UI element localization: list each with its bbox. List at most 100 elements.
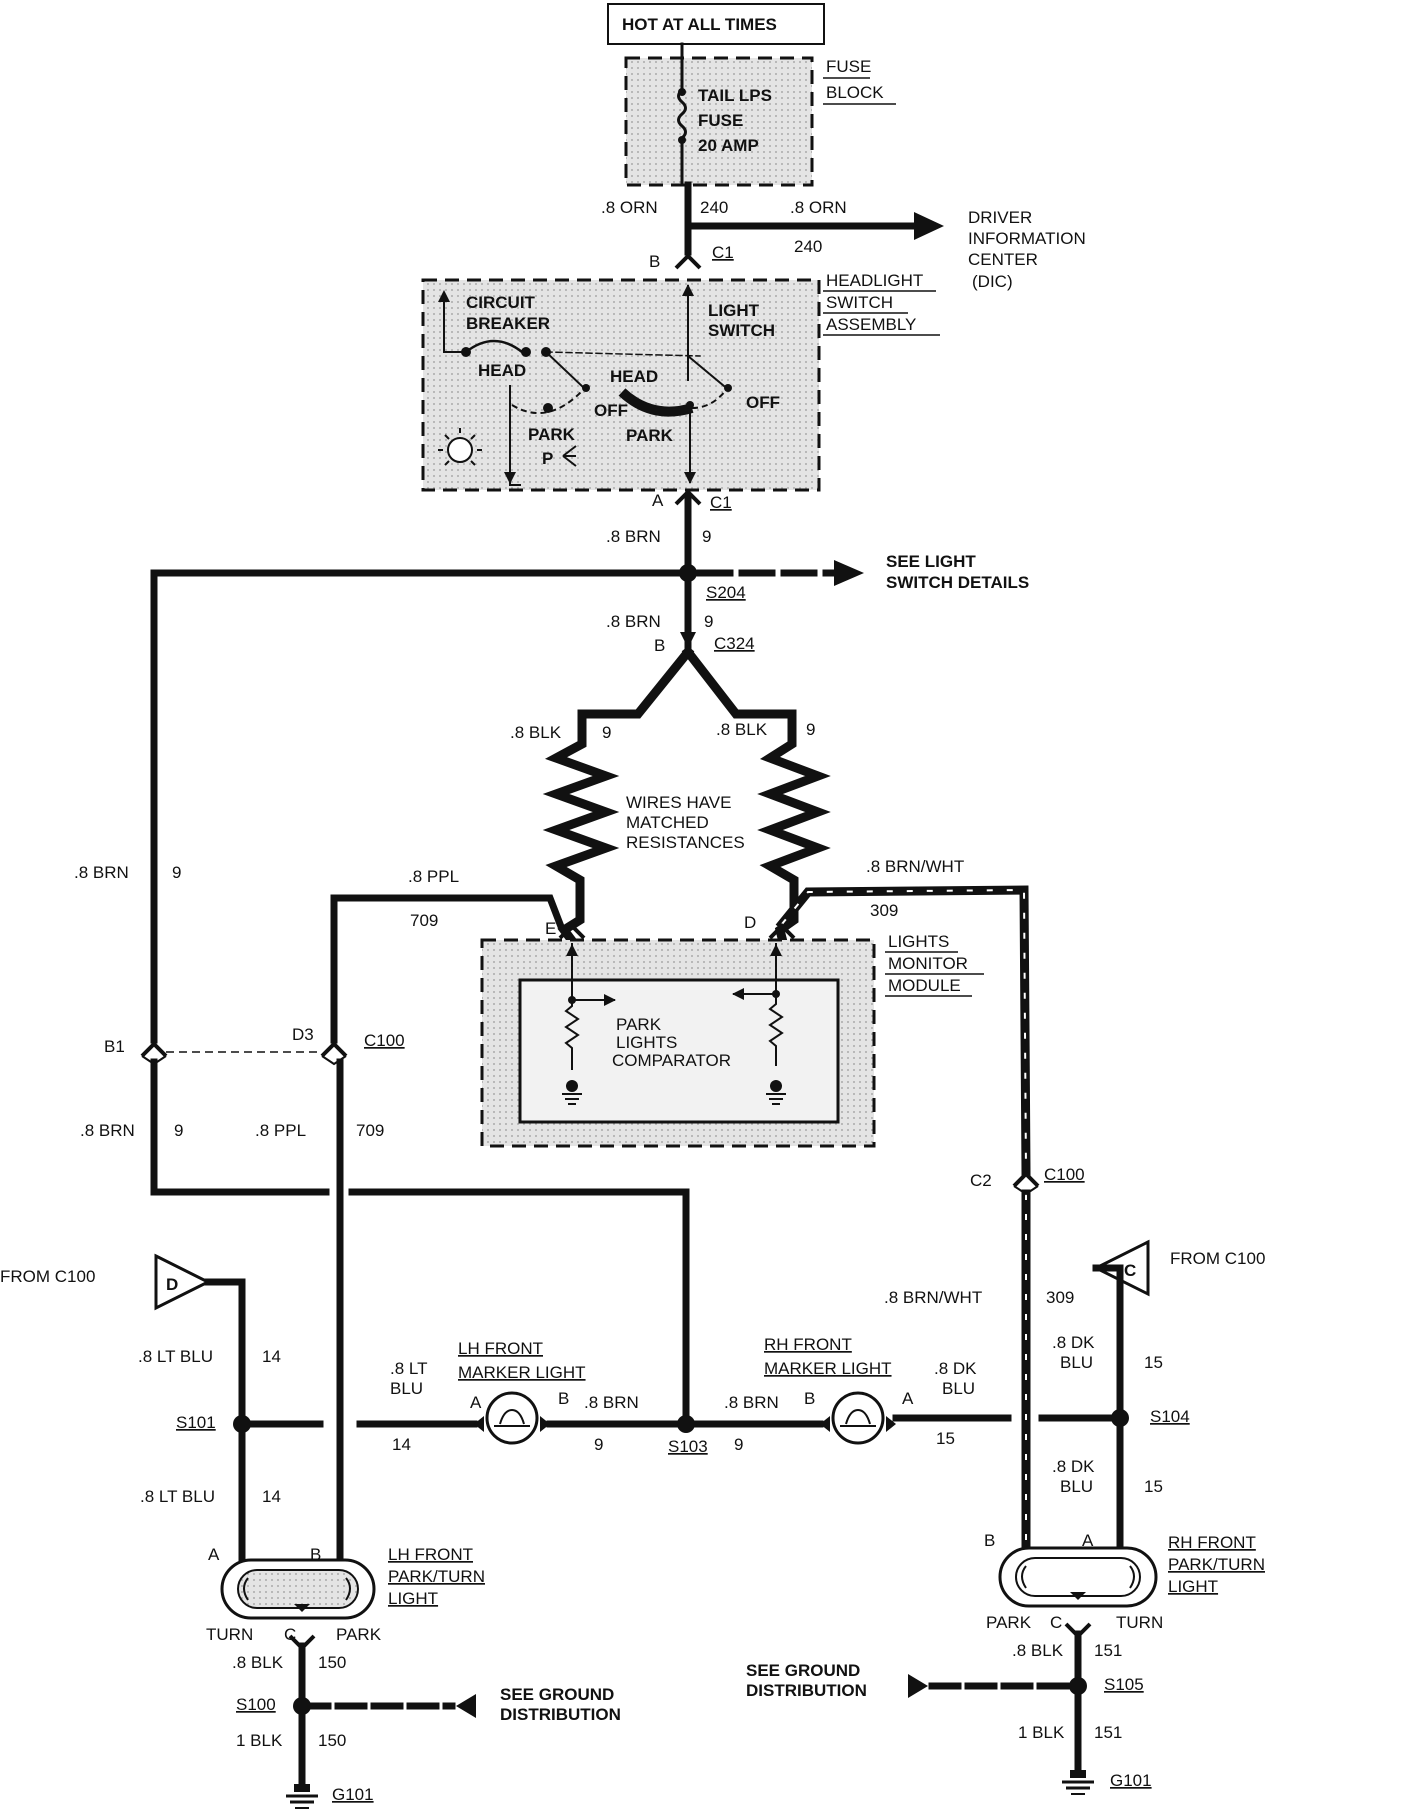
lhp-b: B <box>310 1545 321 1564</box>
wire-ltblu-low: .8 LT BLU <box>140 1487 215 1506</box>
see-ground-left-2: DISTRIBUTION <box>500 1705 621 1724</box>
wire-dkblu-low-num: 15 <box>1144 1477 1163 1496</box>
dic-line-2: INFORMATION <box>968 229 1086 248</box>
wire-ltblu-low-num: 14 <box>262 1487 281 1506</box>
from-c100-left: D FROM C100 .8 LT BLU 14 .8 LT BLU 14 <box>0 1253 281 1564</box>
resistance-3: RESISTANCES <box>626 833 745 852</box>
rhm-b: B <box>804 1389 815 1408</box>
wire-blk-lh-1-num: 150 <box>318 1653 346 1672</box>
lh-park-1: LH FRONT <box>388 1545 473 1564</box>
lmm-title-1: LIGHTS <box>888 932 949 951</box>
rhp-a: A <box>1082 1531 1094 1550</box>
wire-709: .8 PPL 709 .8 PPL 709 <box>255 867 565 1564</box>
connector-c100-left: B1 D3 C100 <box>104 1025 405 1066</box>
connector-lmm: E D <box>545 913 796 940</box>
wire-brn-rhm: .8 BRN <box>724 1393 779 1412</box>
see-light-1: SEE LIGHT <box>886 552 976 571</box>
wire-orn-right: .8 ORN <box>790 198 847 217</box>
wire-blk-lh-1: .8 BLK <box>232 1653 284 1672</box>
wire-blk-left: .8 BLK <box>510 723 562 742</box>
rh-park: PARK <box>986 1613 1032 1632</box>
s204-label: S204 <box>706 583 746 602</box>
wire-orn-left: .8 ORN <box>601 198 658 217</box>
wire-orn-right-num: 240 <box>794 237 822 256</box>
resistance-1: WIRES HAVE <box>626 793 731 812</box>
wire-ltblu-up: .8 LT BLU <box>138 1347 213 1366</box>
wire-blk-left-num: 9 <box>602 723 611 742</box>
lh-park: PARK <box>336 1625 382 1644</box>
comp-2: LIGHTS <box>616 1033 677 1052</box>
wire-brn-rhm-num: 9 <box>734 1435 743 1454</box>
circuit-breaker-1: CIRCUIT <box>466 293 536 312</box>
from-right-tag: C <box>1124 1261 1136 1280</box>
lmm-pin-e: E <box>545 919 556 938</box>
wire-brn-left-low-num: 9 <box>174 1121 183 1140</box>
lh-marker-light: A B LH FRONT MARKER LIGHT .8 BRN 9 <box>458 1339 690 1454</box>
lh-park-2: PARK/TURN <box>388 1567 485 1586</box>
fuse-rating: 20 AMP <box>698 136 759 155</box>
wire-dkblu-up-1: .8 DK <box>1052 1333 1095 1352</box>
off-left: OFF <box>594 401 628 420</box>
c1-bot-label: C1 <box>710 493 732 512</box>
resistance-2: MATCHED <box>626 813 709 832</box>
wire-brnwht-top-num: 309 <box>870 901 898 920</box>
connector-c1-bottom: A C1 <box>652 489 732 512</box>
dic-line-1: DRIVER <box>968 208 1032 227</box>
lmm-pin-d: D <box>744 913 756 932</box>
c324-pin: B <box>654 636 665 655</box>
comp-3: COMPARATOR <box>612 1051 731 1070</box>
c100-b1: B1 <box>104 1037 125 1056</box>
ground-right-icon <box>1062 1770 1094 1795</box>
wire-dkblu-mid-1: .8 DK <box>934 1359 977 1378</box>
headlight-switch-assembly: CIRCUIT BREAKER LIGHT SWITCH HEAD HEAD O… <box>421 271 940 492</box>
wire-brn-top-num: 9 <box>702 527 711 546</box>
lh-marker-1: LH FRONT <box>458 1339 543 1358</box>
wire-brn-lhm: .8 BRN <box>584 1393 639 1412</box>
wire-ppl-low-num: 709 <box>356 1121 384 1140</box>
c100-right: C100 <box>1044 1165 1085 1184</box>
wire-blk-lh-2-num: 150 <box>318 1731 346 1750</box>
s105-label: S105 <box>1104 1675 1144 1694</box>
wire-brn-left-up: .8 BRN <box>74 863 129 882</box>
circuit-breaker-2: BREAKER <box>466 314 550 333</box>
park-right: PARK <box>626 426 674 445</box>
wire-ppl-top: .8 PPL <box>408 867 459 886</box>
rh-park-2: PARK/TURN <box>1168 1555 1265 1574</box>
dic-line-3: CENTER <box>968 250 1038 269</box>
rh-marker-2: MARKER LIGHT <box>764 1359 892 1378</box>
wire-ltblu-up-num: 14 <box>262 1347 281 1366</box>
s100-label: S100 <box>236 1695 276 1714</box>
off-right: OFF <box>746 393 780 412</box>
rh-ground-chain: .8 BLK 151 S105 SEE GROUND DISTRIBUTION … <box>746 1630 1152 1795</box>
dic-line-4: (DIC) <box>972 272 1013 291</box>
wire-dkblu-mid-2: BLU <box>942 1379 975 1398</box>
rhp-c: C <box>1050 1613 1062 1632</box>
wire-ppl-low: .8 PPL <box>255 1121 306 1140</box>
fuse-block: TAIL LPS FUSE 20 AMP FUSE BLOCK <box>624 42 896 187</box>
park-left: PARK <box>528 425 576 444</box>
c1-bot-pin: A <box>652 491 664 510</box>
see-light-2: SWITCH DETAILS <box>886 573 1029 592</box>
wire-brnwht-low: .8 BRN/WHT <box>884 1288 982 1307</box>
wire-dkblu-up-2: BLU <box>1060 1353 1093 1372</box>
from-left-tag: D <box>166 1275 178 1294</box>
c1-top-pin: B <box>649 252 660 271</box>
rh-park-3: LIGHT <box>1168 1577 1218 1596</box>
wire-9-trunk: .8 BRN 9 .8 BRN 9 B C324 <box>606 494 755 655</box>
wire-blk-right-num: 9 <box>806 720 815 739</box>
wire-blk-rh-1-num: 151 <box>1094 1641 1122 1660</box>
wire-brnwht-top: .8 BRN/WHT <box>866 857 964 876</box>
fuse-block-label-1: FUSE <box>826 57 871 76</box>
hls-title-3: ASSEMBLY <box>826 315 916 334</box>
wire-brn-left-up-num: 9 <box>172 863 181 882</box>
hot-at-all-times-box: HOT AT ALL TIMES <box>607 3 825 45</box>
s101-label: S101 <box>176 1413 216 1432</box>
hls-title-2: SWITCH <box>826 293 893 312</box>
wire-brn-mid: .8 BRN <box>606 612 661 631</box>
p-mark: P <box>542 449 553 468</box>
ground-left-icon <box>286 1784 318 1809</box>
c1-top-label: C1 <box>712 243 734 262</box>
wire-brn-top: .8 BRN <box>606 527 661 546</box>
hls-title-1: HEADLIGHT <box>826 271 923 290</box>
